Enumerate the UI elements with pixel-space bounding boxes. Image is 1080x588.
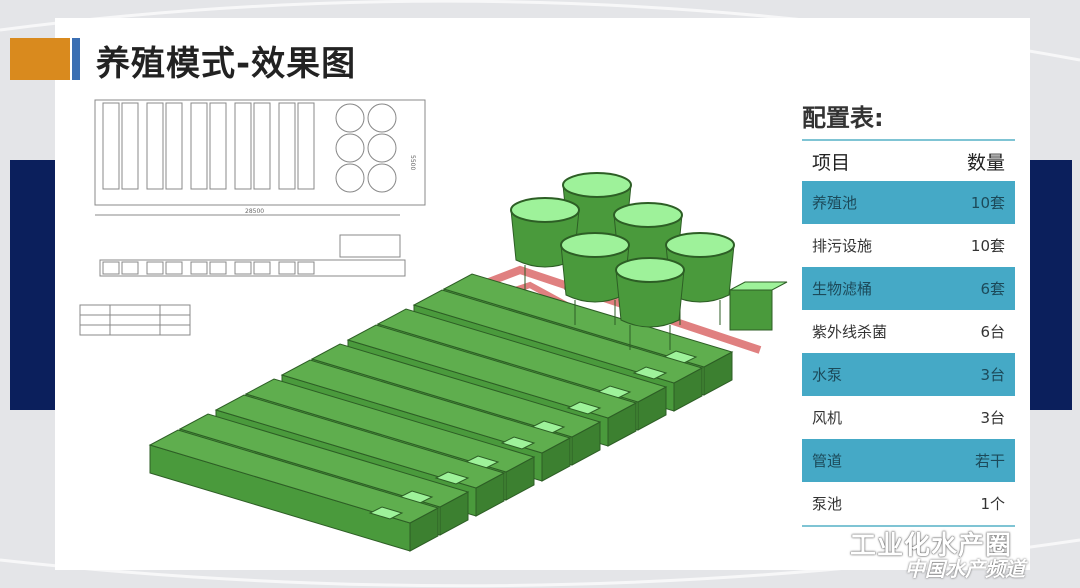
plan-troughs	[102, 102, 397, 275]
plan-trough	[146, 102, 164, 190]
elevation-trough	[278, 261, 296, 275]
plan-trough	[234, 102, 252, 190]
title-accent-orange	[10, 38, 70, 80]
plan-trough	[297, 102, 315, 190]
filter-top	[510, 197, 580, 223]
plan-filter-circle	[335, 163, 365, 193]
row-item: 排污设施	[812, 237, 873, 255]
elevation-trough	[234, 261, 252, 275]
elevation-trough	[253, 261, 271, 275]
row-qty: 若干	[974, 452, 1005, 470]
drain-box	[368, 506, 404, 520]
drain-box	[632, 366, 668, 380]
elevation-trough	[146, 261, 164, 275]
elevation-trough	[297, 261, 315, 275]
row-item: 泵池	[812, 495, 843, 513]
table-row: 紫外线杀菌 6台	[802, 310, 1015, 353]
trough-top	[280, 359, 572, 454]
filters	[510, 172, 735, 350]
filter-top	[562, 172, 632, 198]
plan-trough	[165, 102, 183, 190]
trough-top	[178, 413, 470, 508]
row-qty: 10套	[970, 237, 1005, 255]
header-qty: 数量	[966, 151, 1005, 174]
slide-title: 养殖模式-效果图	[96, 44, 357, 84]
plan-trough	[253, 102, 271, 190]
table-row: 泵池 1个	[802, 482, 1015, 525]
plan-trough	[190, 102, 208, 190]
plan-filter-circle	[367, 163, 397, 193]
table-row: 养殖池 10套	[802, 181, 1015, 224]
plan-filter-circle	[335, 133, 365, 163]
row-item: 紫外线杀菌	[812, 323, 888, 341]
plan-filter-circle	[367, 133, 397, 163]
trough-top	[346, 324, 638, 419]
title-accent-blue	[72, 38, 80, 80]
trough-top	[412, 289, 704, 384]
elevation-trough	[102, 261, 120, 275]
elevation-trough	[121, 261, 139, 275]
filter-top	[560, 232, 630, 258]
watermark-line1: 工业化水产圈	[850, 531, 1013, 561]
trough-top	[214, 394, 506, 489]
drain-box	[566, 401, 602, 415]
trough-top	[244, 378, 536, 473]
row-qty: 1个	[980, 495, 1005, 513]
table-header: 项目 数量	[802, 141, 1015, 181]
plan-filter-circle	[335, 103, 365, 133]
plan-trough	[278, 102, 296, 190]
dimension-width: 5500	[409, 155, 416, 170]
config-table-title: 配置表:	[802, 104, 884, 132]
table-row: 生物滤桶 6套	[802, 267, 1015, 310]
row-qty: 6套	[980, 280, 1005, 298]
dimension-length: 28500	[245, 208, 264, 215]
row-qty: 3台	[980, 409, 1005, 427]
row-qty: 6台	[980, 323, 1005, 341]
plan-trough	[121, 102, 139, 190]
elevation-trough	[165, 261, 183, 275]
row-item: 管道	[812, 452, 843, 470]
right-navy-bar	[1030, 160, 1072, 410]
filter-body	[615, 269, 685, 328]
plan-trough	[209, 102, 227, 190]
row-qty: 3台	[980, 366, 1005, 384]
filter-top	[615, 257, 685, 283]
plan-view: 28500 5500	[79, 99, 426, 336]
plan-filter-circle	[367, 103, 397, 133]
row-item: 水泵	[812, 366, 843, 384]
elevation-trough	[209, 261, 227, 275]
trough-top	[310, 343, 602, 438]
table-row: 水泵 3台	[802, 353, 1015, 396]
row-qty: 10套	[970, 194, 1005, 212]
row-item: 养殖池	[812, 194, 858, 212]
trough-top	[442, 273, 734, 368]
watermark-line2: 中国水产频道	[905, 557, 1025, 581]
trough-top	[376, 308, 668, 403]
drain-box	[500, 436, 536, 450]
table-row: 管道 若干	[802, 439, 1015, 482]
elevation-trough	[190, 261, 208, 275]
left-navy-bar	[10, 160, 55, 410]
row-item: 生物滤桶	[812, 280, 873, 298]
table-row: 排污设施 10套	[802, 224, 1015, 267]
drain-box	[434, 471, 470, 485]
header-item: 项目	[812, 151, 851, 174]
plan-trough	[102, 102, 120, 190]
trough-top	[148, 429, 440, 524]
filter-top	[665, 232, 735, 258]
row-item: 风机	[812, 409, 843, 427]
troughs	[148, 273, 734, 552]
filter-top	[613, 202, 683, 228]
table-row: 风机 3台	[802, 396, 1015, 439]
